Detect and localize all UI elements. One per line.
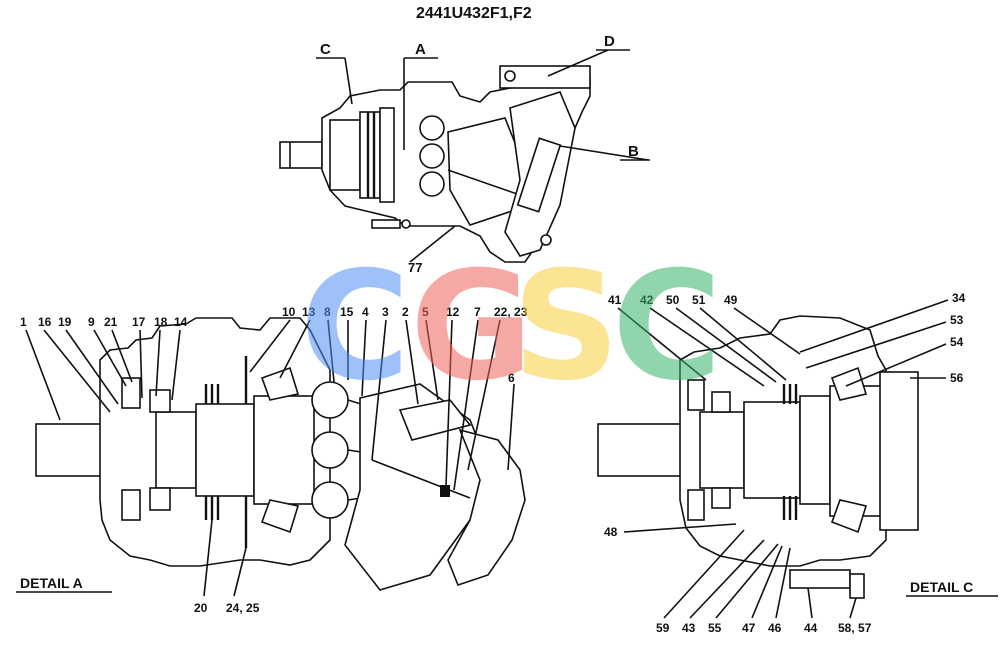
detail-c-callout-42: 42 xyxy=(640,293,654,307)
detail-c-section-view: 41 42 50 51 49 34 53 54 56 48 59 43 55 4… xyxy=(597,291,998,635)
detail-a-callout-2: 2 xyxy=(402,305,409,319)
watermark-letter-c1: C xyxy=(300,240,410,414)
detail-c-callout-59: 59 xyxy=(656,621,670,635)
detail-a-callout-5: 5 xyxy=(422,305,429,319)
detail-a-callout-16: 16 xyxy=(38,315,52,329)
detail-c-callout-51: 51 xyxy=(692,293,706,307)
detail-a-callout-4: 4 xyxy=(362,305,369,319)
detail-c-callout-41: 41 xyxy=(608,293,622,307)
detail-a-callout-7: 7 xyxy=(474,305,481,319)
detail-c-callout-48: 48 xyxy=(604,525,618,539)
detail-c-label: DETAIL C xyxy=(910,579,973,595)
top-label-b: B xyxy=(628,143,639,160)
top-label-a: A xyxy=(415,41,426,58)
drawing-title: 2441U432F1,F2 xyxy=(416,5,532,22)
watermark-letter-g: G xyxy=(410,240,533,414)
detail-a-callout-15: 15 xyxy=(340,305,354,319)
detail-a-callout-14: 14 xyxy=(174,315,188,329)
detail-a-callout-13: 13 xyxy=(302,305,316,319)
detail-a-label: DETAIL A xyxy=(20,575,83,591)
detail-a-callout-18: 18 xyxy=(154,315,168,329)
detail-a-callout-17: 17 xyxy=(132,315,146,329)
detail-a-callout-1: 1 xyxy=(20,315,27,329)
detail-a-callout-10: 10 xyxy=(282,305,296,319)
cgsc-watermark: C G S C xyxy=(300,240,722,414)
detail-a-callout-22-23: 22, 23 xyxy=(494,305,528,319)
top-label-d: D xyxy=(604,33,615,50)
detail-a-callout-3: 3 xyxy=(382,305,389,319)
detail-a-section-view: 1 16 19 9 21 17 18 14 10 13 8 15 4 3 2 5… xyxy=(16,305,528,615)
detail-c-callout-44: 44 xyxy=(804,621,818,635)
detail-c-callout-50: 50 xyxy=(666,293,680,307)
detail-a-callout-8: 8 xyxy=(324,305,331,319)
detail-c-callout-54: 54 xyxy=(950,335,964,349)
detail-a-callout-21: 21 xyxy=(104,315,118,329)
detail-c-callout-58-57: 58, 57 xyxy=(838,621,872,635)
detail-c-callout-49: 49 xyxy=(724,293,738,307)
watermark-letter-s: S xyxy=(512,240,620,414)
top-assembly-view: C A D B 77 xyxy=(279,33,650,275)
detail-c-callout-55: 55 xyxy=(708,621,722,635)
detail-a-callout-20: 20 xyxy=(194,601,208,615)
detail-a-callout-19: 19 xyxy=(58,315,72,329)
detail-c-callout-56: 56 xyxy=(950,371,964,385)
detail-a-callout-6: 6 xyxy=(508,371,515,385)
top-label-c: C xyxy=(320,41,331,58)
detail-c-callout-46: 46 xyxy=(768,621,782,635)
detail-a-callout-24-25: 24, 25 xyxy=(226,601,260,615)
top-label-77: 77 xyxy=(408,260,422,275)
detail-c-callout-34: 34 xyxy=(952,291,966,305)
detail-c-callout-53: 53 xyxy=(950,313,964,327)
detail-c-callout-43: 43 xyxy=(682,621,696,635)
watermark-letter-c2: C xyxy=(612,240,722,414)
detail-a-callout-9: 9 xyxy=(88,315,95,329)
detail-a-callout-12: 12 xyxy=(446,305,460,319)
detail-c-callout-47: 47 xyxy=(742,621,756,635)
